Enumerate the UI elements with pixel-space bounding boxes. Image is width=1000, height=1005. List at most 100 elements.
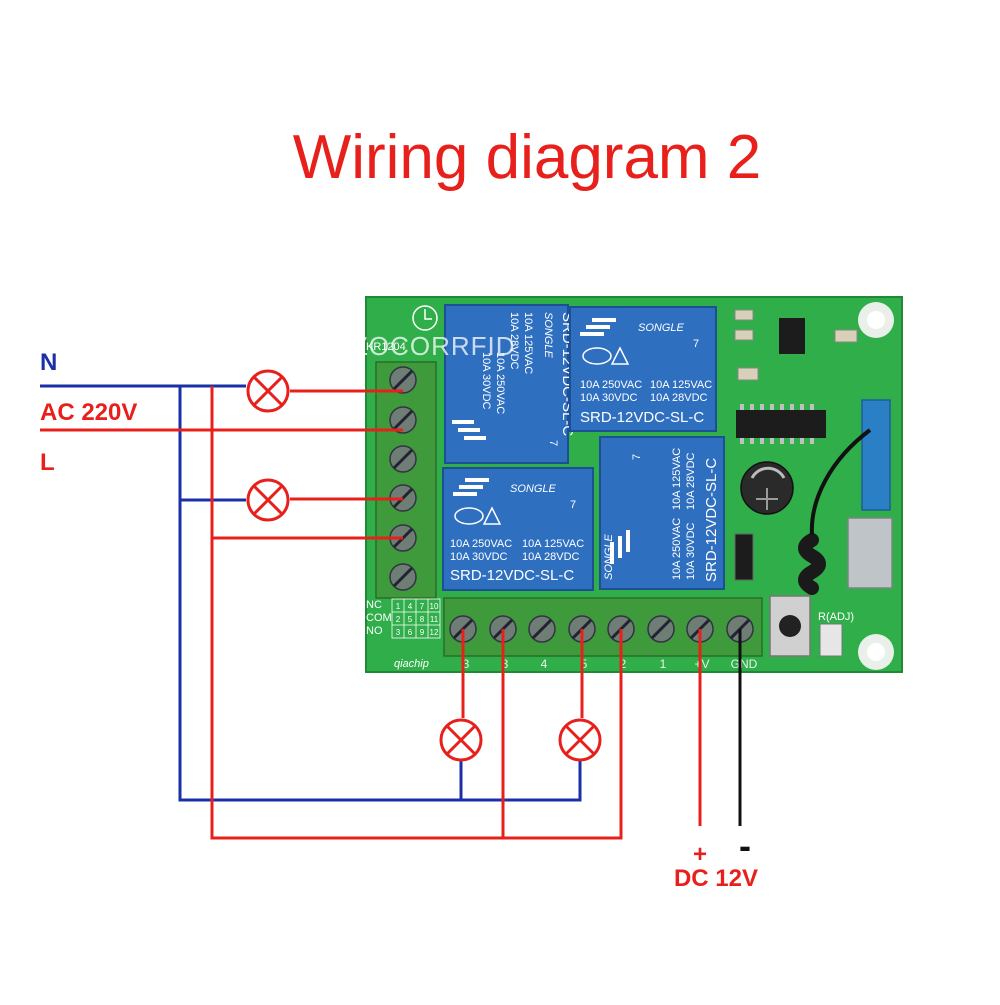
legend-number: 9: [420, 628, 425, 637]
legend-number: 4: [408, 602, 413, 611]
smd-capacitor: [834, 329, 858, 343]
cqc-mark-icon: [582, 347, 612, 365]
relay-rating: 10A 28VDC: [508, 312, 520, 370]
legend-number: 10: [430, 602, 439, 611]
relay-rating: 10A 28VDC: [650, 392, 708, 404]
relay-2: SONGLE 10A 250VAC 10A 125VAC 10A 30VDC 1…: [569, 306, 717, 432]
songle-logo-icon: [452, 420, 486, 440]
dc-minus-label: -: [739, 825, 751, 866]
learn-button-cap: [779, 615, 801, 637]
legend-number: 1: [396, 602, 401, 611]
control-circuit: R(ADJ): [734, 309, 893, 657]
legend-number: 8: [420, 615, 425, 624]
relay-model: SRD-12VDC-SL-C: [580, 409, 704, 426]
relay-rating: 10A 125VAC: [671, 448, 683, 510]
lamp-1: [246, 369, 290, 413]
legend-row-label: NO: [366, 625, 383, 637]
screw-terminal: [389, 445, 417, 473]
terminal-legend: NC COM NO 1 4 7 10 2 5 8 11 3 6 9 12: [366, 598, 441, 639]
relay-brand: SONGLE: [638, 322, 685, 334]
relay-rating: 10A 250VAC: [580, 379, 642, 391]
relay-rating: 10A 250VAC: [671, 518, 683, 580]
ac-voltage-label: AC 220V: [40, 399, 137, 426]
relay-rating: 10A 125VAC: [522, 538, 584, 550]
screw-terminal: [389, 406, 417, 434]
live-label: L: [40, 449, 55, 476]
terminal-number: +V: [694, 657, 709, 671]
mounting-hole: [858, 634, 894, 670]
live-bus-wire: [210, 386, 623, 840]
board-model: KR1204: [366, 341, 406, 353]
smd-resistor: [734, 329, 754, 341]
legend-row-label: NC: [366, 599, 382, 611]
relay-brand: SONGLE: [542, 312, 554, 359]
terminal-number: GND: [731, 657, 758, 671]
legend-number: 5: [408, 615, 413, 624]
relay-3: SONGLE 10A 250VAC 10A 125VAC 10A 30VDC 1…: [442, 467, 594, 591]
lamp-4: [558, 718, 602, 762]
ic-chip: [736, 410, 826, 438]
adjust-resistor: [819, 623, 843, 657]
lamp-3: [439, 718, 483, 762]
watermark-text: ZOCORRFID: [352, 331, 516, 361]
terminal-number: 3: [502, 657, 509, 671]
smd-capacitor: [737, 367, 759, 381]
terminal-number: 5: [581, 657, 588, 671]
relay-code: 7: [631, 454, 643, 460]
legend-number: 3: [396, 628, 401, 637]
screw-terminal: [389, 563, 417, 591]
relay-rating: 10A 30VDC: [450, 551, 508, 563]
relay-rating: 10A 28VDC: [685, 452, 697, 510]
legend-number: 6: [408, 628, 413, 637]
rf-receiver-module: [861, 399, 891, 511]
electrolytic-capacitor: [740, 461, 794, 515]
relay-rating: 10A 250VAC: [494, 352, 506, 414]
relay-brand: SONGLE: [510, 483, 557, 495]
adjust-label: R(ADJ): [818, 611, 854, 623]
crystal-oscillator: [847, 517, 893, 589]
relay-module-board: 3 3 4 5 2 1 +V GND NC COM NO 1 4 7 10: [352, 296, 903, 673]
mounting-hole: [412, 305, 438, 331]
legend-grid: [391, 598, 441, 639]
terminal-number: 1: [660, 657, 667, 671]
relay-1: SONGLE 10A 125VAC 10A 28VDC 10A 250VAC 1…: [444, 304, 576, 464]
learn-button: [769, 595, 811, 657]
songle-logo-icon: [580, 318, 616, 336]
legend-number: 12: [430, 628, 439, 637]
screw-terminal: [528, 615, 556, 643]
screw-terminal: [647, 615, 675, 643]
songle-logo-icon: [453, 478, 489, 496]
diode: [734, 533, 754, 581]
legend-number: 11: [430, 615, 439, 624]
relay-model: SRD-12VDC-SL-C: [450, 567, 574, 584]
bottom-terminal-numbers: 3 3 4 5 2 1 +V GND: [463, 657, 758, 671]
relay-4: SONGLE 10A 250VAC 10A 125VAC 10A 30VDC 1…: [599, 436, 725, 590]
terminal-number: 4: [541, 657, 548, 671]
left-terminal-block: [375, 361, 437, 599]
page-title: Wiring diagram 2: [293, 123, 762, 192]
antenna-coil: [798, 428, 872, 595]
relay-rating: 10A 30VDC: [580, 392, 638, 404]
relay-rating: 10A 250VAC: [450, 538, 512, 550]
relay-model: SRD-12VDC-SL-C: [703, 458, 720, 582]
relay-rating: 10A 28VDC: [522, 551, 580, 563]
legend-number: 2: [396, 615, 401, 624]
regulator-chip: [779, 318, 805, 354]
terminal-number: 3: [463, 657, 470, 671]
relay-rating: 10A 125VAC: [650, 379, 712, 391]
relay-rating: 10A 30VDC: [685, 522, 697, 580]
live-wires: [40, 386, 702, 840]
relay-code: 7: [547, 440, 559, 446]
terminal-number: 2: [620, 657, 627, 671]
relay-code: 7: [570, 499, 576, 511]
smd-resistor: [734, 309, 754, 321]
cqc-mark-icon: [454, 507, 484, 525]
songle-logo-icon: [610, 530, 630, 564]
warning-triangle-icon: [482, 506, 502, 525]
warning-triangle-icon: [610, 346, 630, 365]
mounting-hole: [858, 302, 894, 338]
dc-plus-label: +: [693, 841, 707, 868]
legend-number: 7: [420, 602, 425, 611]
